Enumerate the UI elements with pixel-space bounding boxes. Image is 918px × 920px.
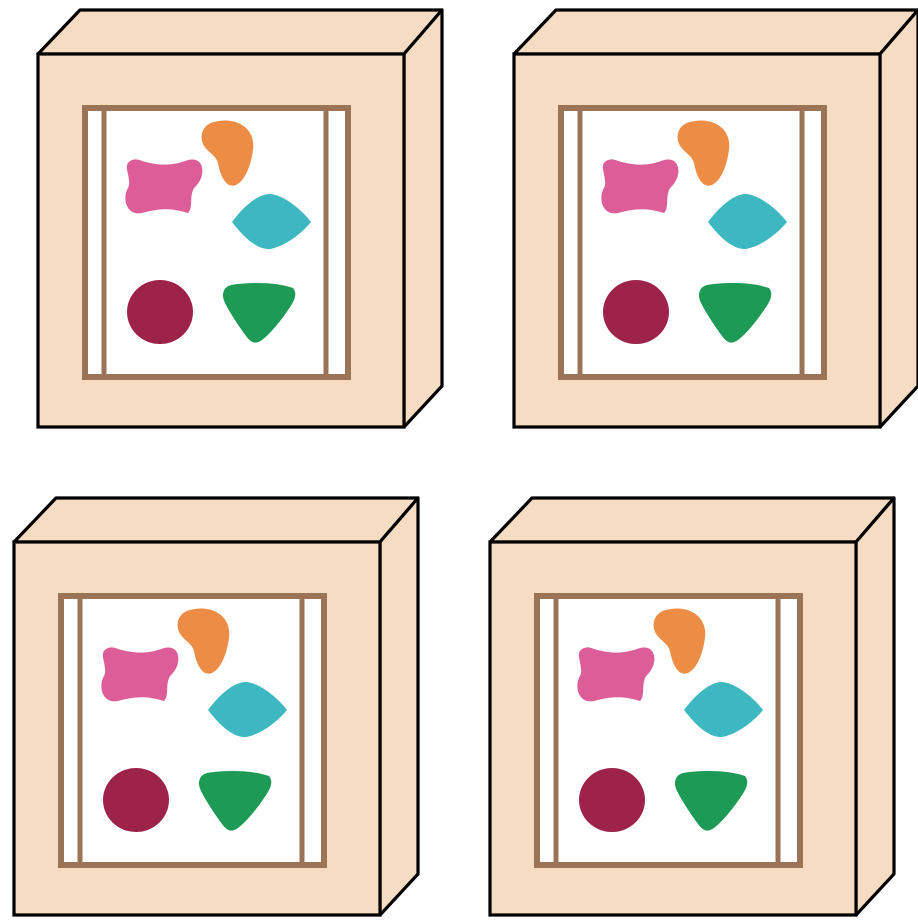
pink-blob <box>577 647 654 701</box>
box-top-face <box>514 10 918 54</box>
maroon-circle <box>603 280 669 344</box>
maroon-circle <box>579 768 645 832</box>
box-side-face <box>404 10 442 427</box>
box-top-face <box>38 10 442 54</box>
box-top-right <box>514 10 918 427</box>
box-top-face <box>490 498 894 542</box>
box-top-face <box>14 498 418 542</box>
pink-blob <box>125 159 202 213</box>
box-bottom-left <box>14 498 418 915</box>
box-bottom-right <box>490 498 894 915</box>
box-side-face <box>380 498 418 915</box>
pink-blob <box>601 159 678 213</box>
maroon-circle <box>103 768 169 832</box>
maroon-circle <box>127 280 193 344</box>
box-side-face <box>856 498 894 915</box>
pink-blob <box>101 647 178 701</box>
box-side-face <box>880 10 918 427</box>
box-top-left <box>38 10 442 427</box>
